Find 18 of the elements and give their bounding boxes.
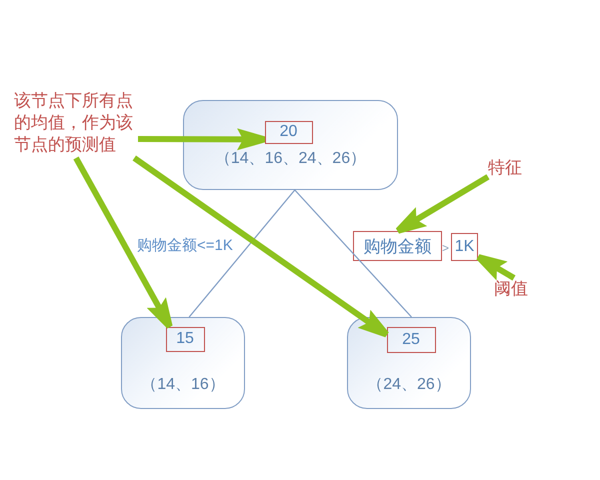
sample-values: （14、16、24、26）: [214, 149, 368, 169]
tree-node-box: [121, 317, 245, 409]
predicted-value: 25: [386, 326, 436, 352]
predicted-value: 20: [264, 120, 312, 144]
tree-node-box: [347, 317, 471, 409]
feature-name: 购物金额: [353, 231, 442, 261]
comparison-sign: >: [442, 241, 450, 255]
annotation-text: 该节点下所有点的均值，作为该节点的预测值: [14, 90, 138, 158]
annotation-text: 阈值: [494, 278, 534, 300]
predicted-value: 15: [166, 326, 204, 352]
tree-branch-line: [294, 190, 412, 318]
edge-label: 购物金额<=1K: [136, 237, 234, 255]
sample-values: （24、26）: [366, 375, 452, 395]
annotation-text: 特征: [488, 157, 528, 179]
sample-values: （14、16）: [140, 375, 226, 395]
tree-node-box: [183, 100, 398, 190]
tree-branch-line: [188, 190, 296, 318]
threshold-value: 1K: [451, 233, 478, 261]
